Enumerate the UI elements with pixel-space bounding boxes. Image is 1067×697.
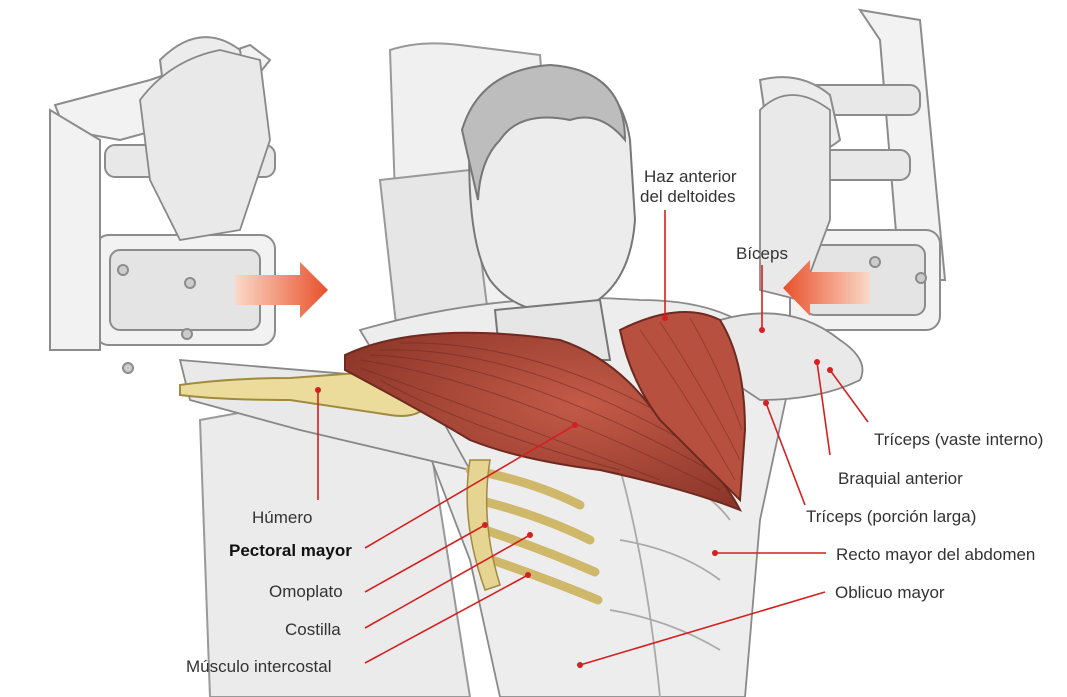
label-triceps-porcion-larga: Tríceps (porción larga) [806,507,976,527]
label-oblicuo-mayor: Oblicuo mayor [835,583,945,603]
label-recto-mayor: Recto mayor del abdomen [836,545,1035,565]
label-triceps-vaste-interno: Tríceps (vaste interno) [874,430,1043,450]
label-costilla: Costilla [285,620,341,640]
label-biceps: Bíceps [736,244,788,264]
label-omoplato: Omoplato [269,582,343,602]
label-haz-anterior-line1: Haz anterior [644,167,737,187]
label-haz-anterior-line2: del deltoides [640,187,735,207]
label-musculo-intercostal: Músculo intercostal [186,657,332,677]
label-braquial-anterior: Braquial anterior [838,469,963,489]
label-humero: Húmero [252,508,312,528]
label-pectoral-mayor: Pectoral mayor [229,541,352,561]
